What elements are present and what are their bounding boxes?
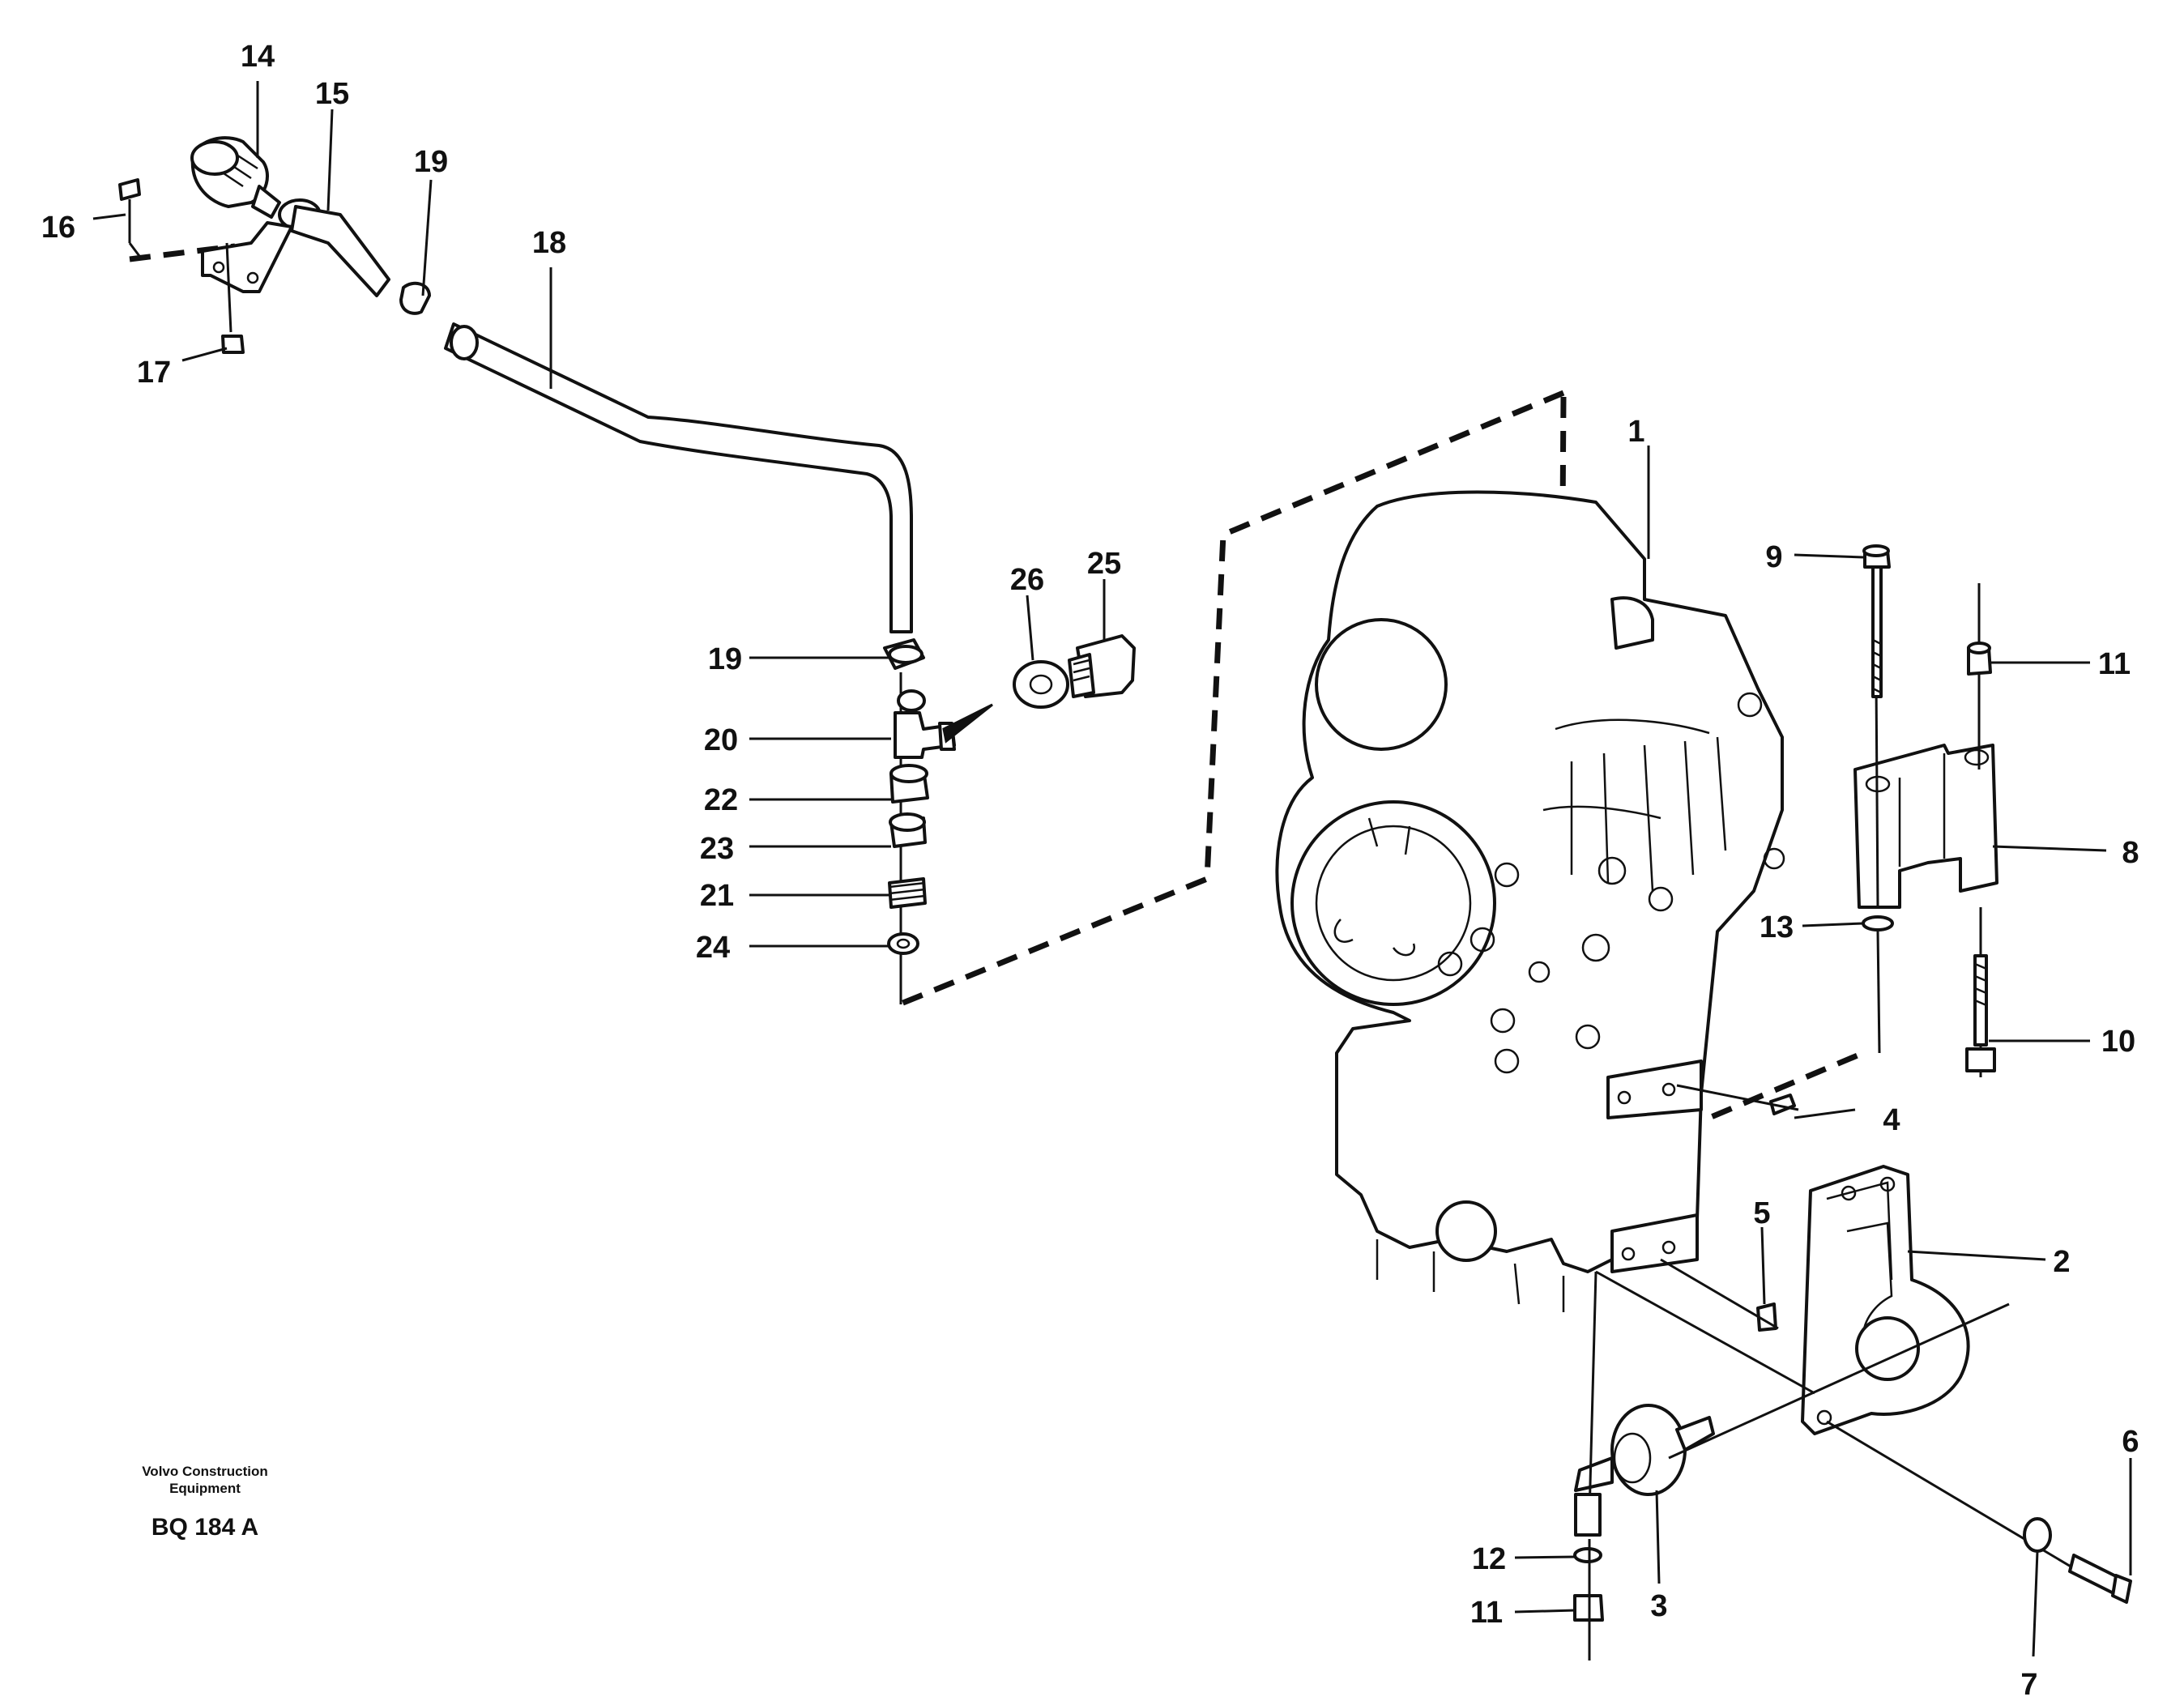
callout-4: 4 bbox=[1883, 1103, 1900, 1137]
fitting-stack bbox=[887, 672, 956, 1004]
callout-23: 23 bbox=[700, 832, 734, 866]
callout-labels: 1 2 3 4 5 6 7 8 9 10 11 11 12 13 14 15 1… bbox=[41, 40, 2139, 1701]
drawing-code: BQ 184 A bbox=[151, 1514, 258, 1541]
callout-1: 1 bbox=[1627, 415, 1644, 449]
callout-22: 22 bbox=[704, 783, 738, 817]
callout-24: 24 bbox=[696, 931, 730, 965]
callout-19-top: 19 bbox=[414, 145, 448, 179]
company-name-line1: Volvo Construction bbox=[142, 1464, 268, 1479]
callout-2: 2 bbox=[2053, 1245, 2070, 1279]
callout-11-bottom: 11 bbox=[1470, 1596, 1503, 1630]
drawing-footer: Volvo Construction Equipment BQ 184 A bbox=[142, 1464, 268, 1541]
callout-18: 18 bbox=[532, 226, 566, 260]
transmission-housing bbox=[1275, 490, 1785, 1312]
callout-15: 15 bbox=[315, 77, 349, 111]
callout-19-bottom: 19 bbox=[708, 642, 742, 676]
callout-21: 21 bbox=[700, 879, 734, 913]
callout-20: 20 bbox=[704, 723, 738, 757]
callout-7: 7 bbox=[2020, 1668, 2037, 1701]
plug-and-washer bbox=[942, 634, 1136, 744]
company-name-line2: Equipment bbox=[169, 1481, 241, 1496]
callout-13: 13 bbox=[1760, 910, 1794, 944]
breather-assembly bbox=[118, 136, 925, 670]
callout-8: 8 bbox=[2122, 836, 2139, 870]
mounting-bracket bbox=[1801, 1165, 1970, 1435]
callout-17: 17 bbox=[137, 356, 171, 390]
callout-11-top: 11 bbox=[2098, 647, 2131, 681]
rubber-mount bbox=[1574, 1404, 1715, 1496]
callout-5: 5 bbox=[1753, 1196, 1770, 1230]
callout-16: 16 bbox=[41, 211, 75, 245]
callout-14: 14 bbox=[241, 40, 275, 74]
callout-9: 9 bbox=[1765, 540, 1782, 574]
leader-lines bbox=[92, 81, 2132, 1657]
mount-block bbox=[1853, 744, 1998, 909]
fasteners-right bbox=[1573, 544, 2132, 1660]
callout-10: 10 bbox=[2101, 1025, 2135, 1059]
callout-3: 3 bbox=[1650, 1589, 1667, 1623]
callout-26: 26 bbox=[1010, 563, 1044, 597]
callout-6: 6 bbox=[2122, 1425, 2139, 1459]
callout-12: 12 bbox=[1472, 1542, 1506, 1576]
callout-25: 25 bbox=[1087, 547, 1121, 581]
